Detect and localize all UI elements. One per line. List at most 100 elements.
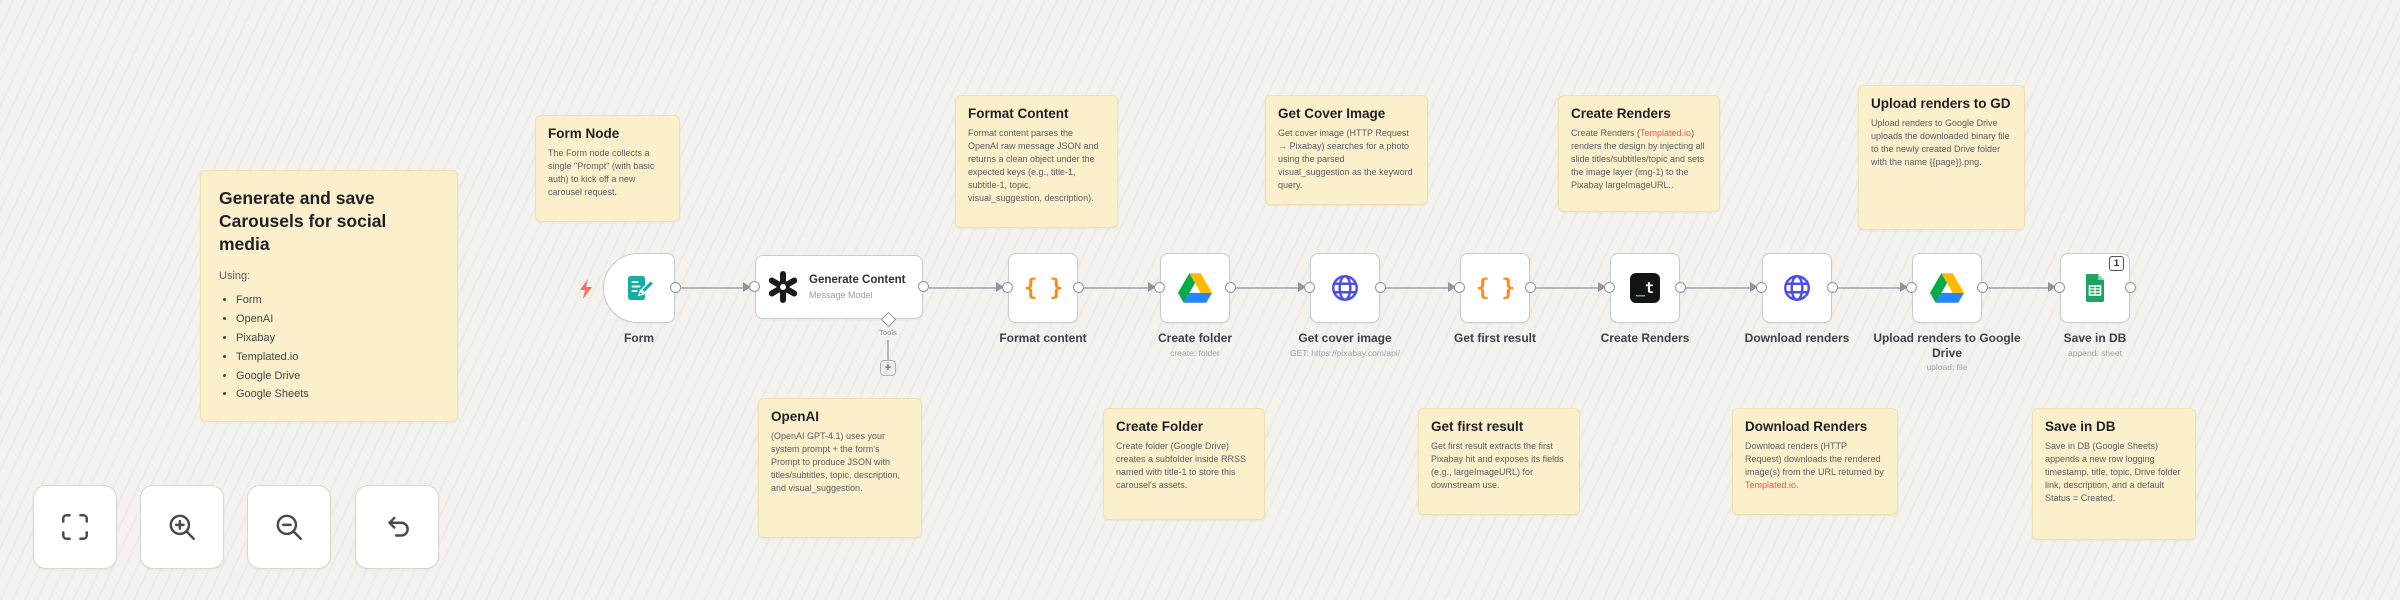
reset-zoom-button[interactable]: [355, 485, 439, 569]
templated-link[interactable]: Templated.io: [1640, 128, 1692, 139]
items-count-badge: 1: [2109, 256, 2124, 271]
zoom-to-fit-icon: [62, 514, 88, 540]
sticky-title: Download Renders: [1745, 419, 1868, 434]
templated-link[interactable]: Templated.io: [236, 350, 439, 365]
node-label: Upload renders to Google Drive: [1873, 331, 2021, 360]
node-save-db[interactable]: 1: [2054, 253, 2136, 323]
list-item: OpenAI: [236, 312, 439, 327]
sticky-note-upload-gd[interactable]: Upload renders to GD Upload renders to G…: [1858, 85, 2025, 230]
http-globe-icon: [1332, 275, 1358, 301]
node-get-cover-image[interactable]: [1304, 253, 1386, 323]
tools-port-label: Tools: [879, 328, 897, 337]
connection-line[interactable]: [1236, 287, 1298, 289]
google-drive-icon: [1178, 273, 1212, 303]
port-in[interactable]: [1756, 282, 1767, 293]
node-label: Save in DB: [2063, 331, 2127, 345]
connection-line[interactable]: [1536, 287, 1598, 289]
node-upload-gd[interactable]: [1906, 253, 1988, 323]
port-out[interactable]: [1977, 282, 1988, 293]
connection-line[interactable]: [1386, 287, 1448, 289]
port-out[interactable]: [1073, 282, 1084, 293]
node-subtitle: create: folder: [1170, 348, 1220, 358]
port-in[interactable]: [1454, 282, 1465, 293]
port-in[interactable]: [749, 281, 760, 292]
list-item: Form: [236, 293, 439, 308]
arrowhead-icon: [1148, 282, 1156, 292]
form-icon: [628, 276, 654, 300]
port-out[interactable]: [670, 282, 681, 293]
sticky-body: (OpenAI GPT-4.1) uses your system prompt…: [771, 431, 901, 494]
sticky-note-format-content[interactable]: Format Content Format content parses the…: [955, 95, 1118, 228]
zoom-in-icon: [169, 514, 195, 540]
node-form[interactable]: [603, 253, 681, 323]
port-in[interactable]: [1906, 282, 1917, 293]
templated-link[interactable]: Templated.io.: [1745, 480, 1799, 491]
connection-line[interactable]: [681, 287, 743, 289]
zoom-out-icon: [276, 514, 302, 540]
sticky-title: Format Content: [968, 106, 1069, 121]
port-out[interactable]: [1675, 282, 1686, 293]
node-label: Get first result: [1453, 331, 1537, 345]
node-create-renders[interactable]: _t: [1604, 253, 1686, 323]
node-format-content[interactable]: { }: [1002, 253, 1084, 323]
sticky-body: The Form node collects a single "Prompt"…: [548, 148, 655, 198]
node-download-renders[interactable]: [1756, 253, 1838, 323]
node-inner-text: Generate Content Message Model: [809, 274, 906, 301]
add-tool-button[interactable]: +: [880, 360, 896, 376]
connection-line[interactable]: [1686, 287, 1750, 289]
port-out[interactable]: [2125, 282, 2136, 293]
sticky-body: Get cover image (HTTP Request → Pixabay)…: [1278, 128, 1413, 191]
port-in[interactable]: [1002, 282, 1013, 293]
port-out[interactable]: [1225, 282, 1236, 293]
sticky-note-openai[interactable]: OpenAI (OpenAI GPT-4.1) uses your system…: [758, 398, 922, 538]
sticky-note-get-first[interactable]: Get first result Get first result extrac…: [1418, 408, 1580, 515]
sticky-title: Upload renders to GD: [1871, 96, 2011, 111]
sticky-title: Save in DB: [2045, 419, 2116, 434]
zoom-out-button[interactable]: [247, 485, 331, 569]
sticky-note-form[interactable]: Form Node The Form node collects a singl…: [535, 115, 680, 222]
zoom-in-button[interactable]: [140, 485, 224, 569]
arrowhead-icon: [2048, 282, 2056, 292]
sticky-note-overview[interactable]: Generate and save Carousels for social m…: [200, 170, 458, 422]
templated-io-icon: _t: [1630, 273, 1660, 303]
sticky-body-text: ) renders the design by injecting all sl…: [1571, 128, 1705, 191]
openai-icon: [768, 271, 798, 303]
sticky-note-save-db[interactable]: Save in DB Save in DB (Google Sheets) ap…: [2032, 408, 2196, 540]
connection-line[interactable]: [1838, 287, 1900, 289]
sticky-title: Create Renders: [1571, 106, 1671, 121]
google-drive-icon: [1930, 273, 1964, 303]
port-out[interactable]: [1375, 282, 1386, 293]
tool-list: Form OpenAI Pixabay Templated.io Google …: [219, 293, 439, 402]
port-out[interactable]: [918, 281, 929, 292]
arrowhead-icon: [1298, 282, 1306, 292]
connection-line[interactable]: [929, 287, 996, 289]
sticky-title: Get first result: [1431, 419, 1524, 434]
sticky-note-download-renders[interactable]: Download Renders Download renders (HTTP …: [1732, 408, 1898, 515]
node-subtitle: upload: file: [1926, 362, 1968, 372]
connection-line[interactable]: [1084, 287, 1148, 289]
node-subtitle: GET: https://pixabay.com/api/: [1290, 348, 1400, 358]
port-in[interactable]: [2054, 282, 2065, 293]
templated-letter: t: [1645, 278, 1655, 297]
node-get-first-result[interactable]: { }: [1454, 253, 1536, 323]
tools-connection-line: [887, 340, 889, 361]
sticky-note-get-cover[interactable]: Get Cover Image Get cover image (HTTP Re…: [1265, 95, 1428, 205]
node-subtitle: append: sheet: [2068, 348, 2122, 358]
node-label: Form: [624, 331, 654, 345]
node-generate-content[interactable]: Generate Content Message Model: [749, 255, 929, 319]
zoom-to-fit-button[interactable]: [33, 485, 117, 569]
sticky-note-create-renders[interactable]: Create Renders Create Renders (Templated…: [1558, 95, 1720, 212]
node-label: Create folder: [1157, 331, 1233, 345]
connection-line[interactable]: [1988, 287, 2048, 289]
arrowhead-icon: [1448, 282, 1456, 292]
port-in[interactable]: [1154, 282, 1165, 293]
port-in[interactable]: [1604, 282, 1615, 293]
node-create-folder[interactable]: [1154, 253, 1236, 323]
sticky-note-create-folder[interactable]: Create Folder Create folder (Google Driv…: [1103, 408, 1265, 520]
port-in[interactable]: [1304, 282, 1315, 293]
http-globe-icon: [1784, 275, 1810, 301]
port-out[interactable]: [1525, 282, 1536, 293]
arrowhead-icon: [996, 282, 1004, 292]
port-out[interactable]: [1827, 282, 1838, 293]
